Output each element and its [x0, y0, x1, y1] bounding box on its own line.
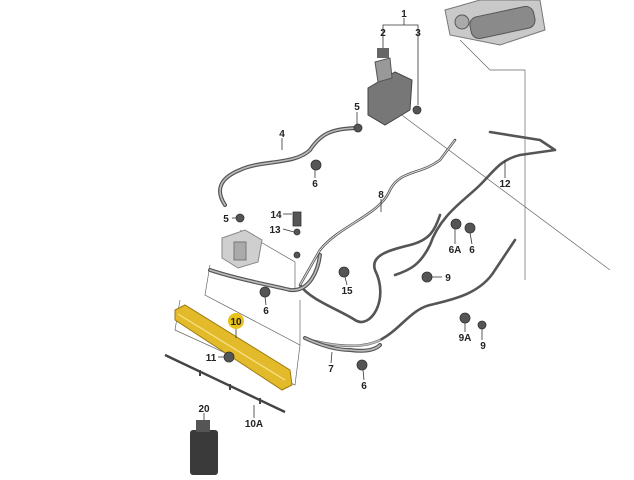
fasteners — [223, 123, 487, 371]
callout-15[interactable]: 15 — [341, 286, 353, 297]
callout-7[interactable]: 7 — [328, 364, 334, 375]
bracket-10a — [164, 353, 286, 414]
callout-6[interactable]: 6 — [469, 245, 475, 256]
callout-14[interactable]: 14 — [270, 210, 282, 221]
callout-13[interactable]: 13 — [269, 225, 281, 236]
callout-9a[interactable]: 9A — [459, 333, 472, 344]
callout-6[interactable]: 6 — [263, 306, 269, 317]
callout-10a[interactable]: 10A — [245, 419, 263, 430]
pump — [221, 229, 263, 269]
callout-20[interactable]: 20 — [198, 404, 210, 415]
callout-2[interactable]: 2 — [380, 28, 386, 39]
oil-cooler — [174, 304, 293, 391]
callout-5[interactable]: 5 — [223, 214, 229, 225]
callout-9[interactable]: 9 — [480, 341, 486, 352]
callout-6[interactable]: 6 — [312, 179, 318, 190]
hose-4 — [218, 126, 362, 207]
hose-7 — [303, 336, 382, 353]
leader-lines — [203, 18, 506, 420]
callout-12[interactable]: 12 — [499, 179, 511, 190]
callout-9[interactable]: 9 — [445, 273, 451, 284]
callout-11[interactable]: 11 — [206, 353, 217, 364]
hose-return — [208, 253, 322, 293]
pipe-8 — [298, 138, 457, 324]
highlight-marker — [228, 313, 244, 329]
callout-10[interactable]: 10 — [230, 317, 242, 328]
callout-4[interactable]: 4 — [279, 129, 285, 140]
callout-5[interactable]: 5 — [354, 102, 360, 113]
callout-3[interactable]: 3 — [415, 28, 421, 39]
fluid-bottle — [190, 420, 218, 475]
callout-6a[interactable]: 6A — [449, 245, 462, 256]
callout-8[interactable]: 8 — [378, 190, 384, 201]
fluid-reservoir — [367, 48, 422, 126]
callout-6[interactable]: 6 — [361, 381, 367, 392]
steering-gear — [444, 0, 546, 46]
callout-1[interactable]: 1 — [401, 9, 407, 20]
